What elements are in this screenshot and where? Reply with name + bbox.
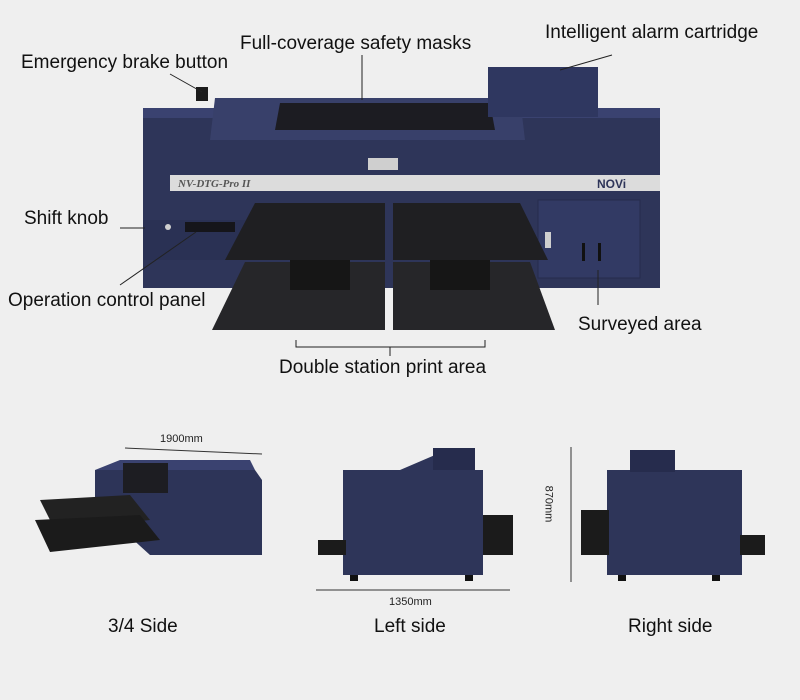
right-view-machine bbox=[581, 450, 765, 581]
depth-dimension-label: 1350mm bbox=[389, 596, 432, 608]
right-platen bbox=[393, 203, 548, 260]
print-area-label: Double station print area bbox=[279, 357, 487, 378]
alarm-cartridge-label: Intelligent alarm cartridge bbox=[545, 22, 759, 43]
alarm-cartridge-box bbox=[488, 67, 598, 117]
three-quarter-view-label: 3/4 Side bbox=[108, 616, 178, 637]
width-dimension-label: 1900mm bbox=[160, 433, 203, 445]
brand-logo: NOVi bbox=[597, 177, 627, 191]
surveyed-area-door bbox=[537, 199, 641, 279]
left-view-label: Left side bbox=[374, 616, 446, 637]
printer-main-illustration bbox=[119, 54, 660, 356]
shift-knob-label: Shift knob bbox=[24, 208, 109, 229]
safety-masks-label: Full-coverage safety masks bbox=[240, 33, 472, 54]
control-panel-label: Operation control panel bbox=[8, 290, 206, 311]
height-dimension-label: 870mm bbox=[542, 485, 555, 523]
three-quarter-machine bbox=[35, 460, 262, 555]
surveyed-area-label: Surveyed area bbox=[578, 314, 702, 335]
left-platen bbox=[225, 203, 385, 260]
left-view-machine bbox=[318, 448, 513, 581]
emergency-brake-label: Emergency brake button bbox=[21, 52, 229, 73]
model-name: NV-DTG-Pro II bbox=[178, 178, 251, 190]
right-view-label: Right side bbox=[628, 616, 713, 637]
dimension-width bbox=[124, 447, 263, 455]
